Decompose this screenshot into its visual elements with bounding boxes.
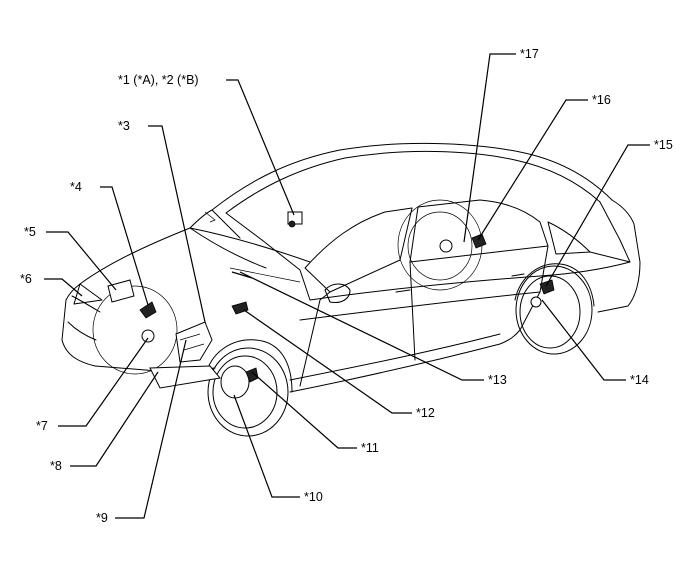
callout-5: *5 — [24, 225, 36, 239]
rear-hub-part — [439, 239, 453, 253]
sensor-rotor-part — [141, 329, 155, 343]
module-part-5 — [107, 279, 135, 303]
leader-11 — [251, 371, 357, 449]
callout-13: *13 — [488, 373, 507, 387]
callout-10: *10 — [304, 490, 323, 504]
callout-8: *8 — [50, 459, 62, 473]
leader-14 — [541, 299, 626, 381]
callout-11: *11 — [361, 441, 379, 455]
harness-part-13 — [231, 271, 253, 279]
leader-12 — [243, 309, 412, 414]
callout-14: *14 — [630, 373, 649, 387]
callout-1-2: *1 (*A), *2 (*B) — [118, 73, 199, 87]
leader-lines — [44, 53, 650, 519]
leader-7 — [58, 337, 149, 427]
leader-10 — [233, 394, 300, 498]
callout-15: *15 — [654, 138, 673, 152]
callout-7: *7 — [36, 419, 48, 433]
switch-part-12 — [231, 301, 249, 315]
rear-speed-sensor-part — [539, 279, 555, 295]
callout-4: *4 — [70, 180, 82, 194]
callout-17: *17 — [520, 47, 539, 61]
leader-1 — [226, 79, 295, 216]
leader-3 — [148, 125, 206, 323]
leader-4 — [100, 186, 149, 306]
leader-8 — [70, 371, 159, 467]
front-brake-assembly-part — [220, 365, 250, 399]
brake-actuator-part — [175, 321, 213, 363]
leader-5 — [46, 231, 117, 291]
leader-9 — [115, 339, 187, 519]
cover-part-8 — [149, 365, 221, 389]
leader-15 — [545, 144, 650, 287]
component-parts — [107, 211, 555, 399]
callout-16: *16 — [592, 93, 611, 107]
callout-3: *3 — [118, 119, 130, 133]
callout-6: *6 — [20, 272, 32, 286]
callout-9: *9 — [96, 511, 108, 525]
leader-6 — [44, 278, 83, 297]
callout-labels: *1 (*A), *2 (*B) *3 *4 *5 *6 *7 *8 *9 *1… — [20, 47, 673, 525]
leader-16 — [477, 99, 588, 241]
vehicle-outline — [61, 142, 641, 437]
leader-17 — [463, 53, 516, 243]
leader-13 — [239, 271, 484, 381]
callout-12: *12 — [416, 406, 435, 420]
